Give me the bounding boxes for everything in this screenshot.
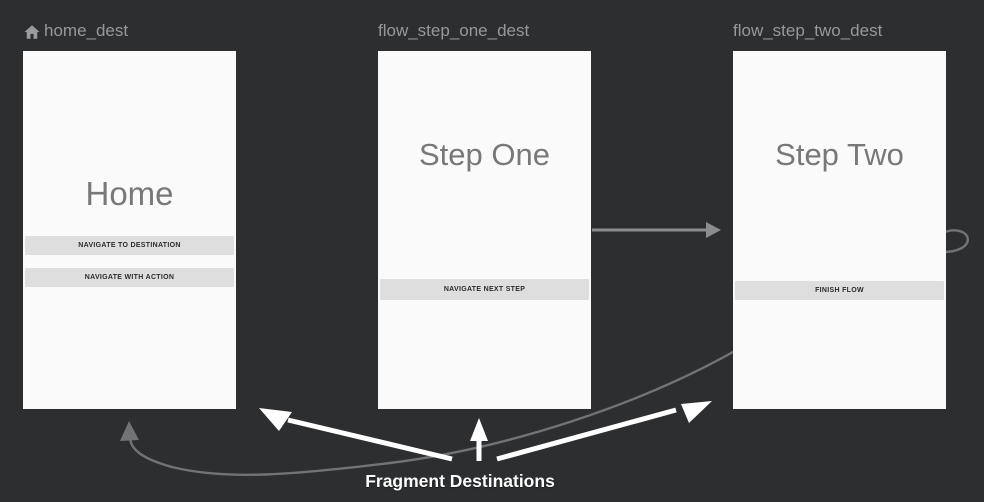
destination-label-step-one: flow_step_one_dest: [378, 20, 529, 42]
fragment-title: Home: [85, 175, 174, 212]
home-icon: [24, 24, 40, 39]
destination-label-home: home_dest: [23, 20, 128, 42]
action-arrow-step-one-to-step-two[interactable]: [592, 222, 721, 238]
destination-name: home_dest: [44, 21, 129, 40]
arrowhead-icon: [706, 222, 721, 238]
preview-button-navigate-next-step: NAVIGATE NEXT STEP: [380, 279, 589, 300]
fragment-title: Step One: [419, 137, 550, 172]
destination-name: flow_step_one_dest: [378, 21, 530, 40]
preview-button-navigate-with-action: NAVIGATE WITH ACTION: [25, 268, 234, 287]
preview-button-navigate-to-destination: NAVIGATE TO DESTINATION: [25, 236, 234, 255]
destination-home: home_dest Home NAVIGATE TO DESTINATION N…: [23, 0, 236, 502]
fragment-title: Step Two: [775, 137, 904, 172]
destination-flow-step-one: flow_step_one_dest Step One NAVIGATE NEX…: [378, 0, 591, 502]
destination-name: flow_step_two_dest: [733, 21, 883, 40]
destination-preview-step-two[interactable]: Step Two FINISH FLOW: [733, 51, 946, 409]
preview-button-finish-flow: FINISH FLOW: [735, 281, 944, 300]
destination-preview-step-one[interactable]: Step One NAVIGATE NEXT STEP: [378, 51, 591, 409]
annotation-fragment-destinations: Fragment Destinations: [365, 471, 555, 491]
destination-label-step-two: flow_step_two_dest: [733, 20, 882, 42]
destination-flow-step-two: flow_step_two_dest Step Two FINISH FLOW: [733, 0, 946, 502]
destination-preview-home[interactable]: Home NAVIGATE TO DESTINATION NAVIGATE WI…: [23, 51, 236, 409]
